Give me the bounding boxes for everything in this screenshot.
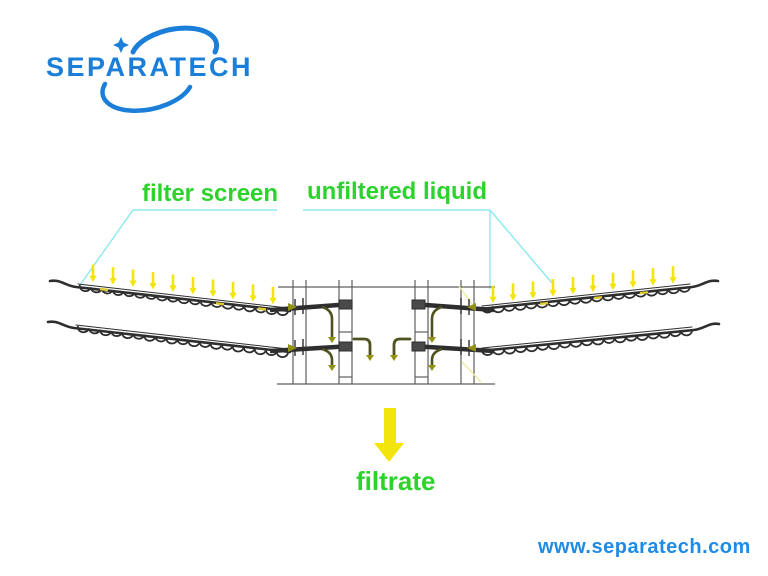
logo-text: SEPARATECH: [46, 52, 254, 82]
screen-glint: [215, 302, 225, 306]
logo-orbit-lower-arc: [100, 81, 193, 113]
logo-star-icon: [113, 37, 129, 53]
logo-swoosh-icon: [100, 25, 220, 113]
down-arrow-icon: [569, 287, 577, 295]
down-arrow-icon: [589, 285, 597, 293]
screen-lower-left-topline: [75, 324, 289, 350]
down-arrow-icon: [209, 290, 217, 297]
fitting-upper-left: [269, 298, 353, 343]
feed-flow-arrows-left: [89, 264, 277, 305]
leader-filter-screen: [79, 209, 134, 286]
down-arrow-icon: [428, 337, 436, 343]
drain-pipe-left: [352, 337, 372, 357]
label-unfiltered-liquid: unfiltered liquid: [307, 178, 487, 205]
down-arrow-icon: [328, 365, 336, 371]
fitting-lower-left: [269, 339, 353, 371]
screen-scallop-row: [481, 286, 691, 314]
screen-glint: [639, 291, 649, 295]
screen-glint: [539, 301, 549, 306]
down-arrow-icon: [229, 292, 237, 300]
flow-arrow-icon: [288, 303, 297, 311]
fitting-upper-right: [411, 298, 495, 343]
down-arrow-icon: [649, 279, 657, 286]
down-arrow-icon: [629, 281, 637, 288]
screen-scallops: [76, 284, 693, 358]
down-arrow-icon: [489, 296, 497, 304]
flow-arrow-icon: [467, 344, 476, 352]
down-arrow-icon: [189, 288, 197, 295]
down-arrow-icon: [328, 337, 336, 343]
fitting-lower-right: [411, 339, 495, 371]
down-arrow-icon: [390, 355, 398, 361]
down-arrow-icon: [509, 294, 517, 301]
down-arrow-icon: [609, 283, 617, 291]
feed-flow-arrows-right: [489, 266, 677, 304]
screen-upper-right-topline: [481, 283, 691, 307]
screen-glint: [593, 296, 603, 300]
screen-scallop-row: [78, 284, 289, 317]
down-arrow-icon: [89, 275, 97, 283]
down-arrow-icon: [669, 277, 677, 284]
screen-upper-left: [48, 279, 292, 313]
down-arrow-icon: [549, 290, 557, 297]
leader-lines: [79, 209, 553, 289]
screen-scallop-row: [481, 330, 693, 356]
screen-lower-left: [46, 320, 292, 354]
down-arrow-icon: [428, 365, 436, 371]
center-drain-pipes: [352, 337, 412, 357]
flow-arrow-icon: [467, 303, 476, 311]
down-arrow-icon: [129, 280, 137, 287]
down-arrow-icon: [169, 285, 177, 292]
logo-orbit-upper-arc: [130, 25, 220, 55]
centerline-mark: [458, 285, 473, 305]
hub-frame: [277, 280, 495, 385]
drain-arrows: [366, 355, 398, 361]
label-filter-screen: filter screen: [142, 180, 279, 207]
screen-glint: [257, 307, 267, 311]
screen-glint: [99, 287, 109, 292]
down-arrow-icon: [149, 283, 157, 290]
centerline-mark: [461, 361, 482, 383]
down-arrow-icon: [269, 297, 277, 305]
down-arrow-icon: [529, 292, 537, 299]
website-url: www.separatech.com: [538, 536, 751, 558]
hub-centerline-marks: [458, 285, 482, 383]
screen-yellow-highlights: [99, 287, 649, 311]
screen-lower-right: [478, 322, 721, 353]
down-arrow-icon: [109, 278, 117, 285]
screen-upper-left-topline: [77, 283, 289, 309]
label-filtrate: filtrate: [356, 466, 436, 496]
brand-logo: SEPARATECH: [40, 18, 275, 118]
leader-unfiltered-diagonal: [489, 209, 553, 284]
filter-screens: [46, 279, 721, 354]
flow-arrow-icon: [288, 344, 297, 352]
screen-scallop-row: [76, 325, 289, 358]
filtrate-arrow-icon: [374, 408, 404, 462]
screen-fittings: [269, 298, 495, 371]
down-arrow-icon: [366, 355, 374, 361]
drain-pipe-right: [392, 337, 412, 357]
screen-upper-right: [478, 279, 720, 311]
down-arrow-icon: [249, 295, 257, 302]
screen-lower-right-topline: [481, 326, 693, 349]
